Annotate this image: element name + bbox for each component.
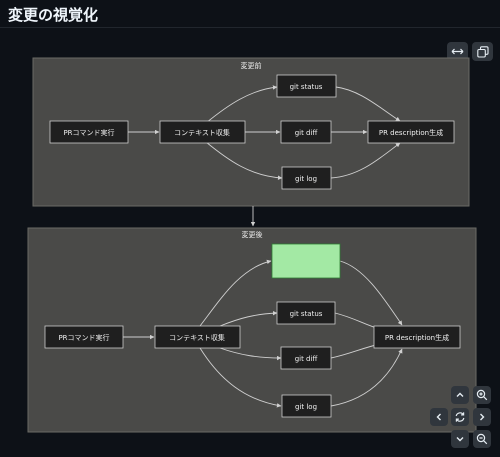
- copy-button[interactable]: [472, 42, 493, 61]
- node-label: PRコマンド実行: [58, 333, 109, 342]
- pan-right-button[interactable]: [473, 408, 491, 426]
- cluster-after-label: 変更後: [242, 230, 263, 239]
- node-label: PRコマンド実行: [63, 128, 114, 137]
- node-label: git diff: [295, 355, 318, 363]
- node-label: git log: [295, 403, 317, 411]
- node-before-git-diff[interactable]: git diff: [280, 120, 332, 144]
- zoom-out-button[interactable]: [473, 430, 491, 448]
- node-before-git-status[interactable]: git status: [276, 74, 337, 98]
- node-after-pr-description[interactable]: PR description生成: [373, 325, 461, 349]
- node-before-pr-command[interactable]: PRコマンド実行: [49, 120, 129, 144]
- node-after-git-diff[interactable]: git diff: [280, 346, 332, 370]
- node-after-new-highlighted[interactable]: [271, 243, 341, 279]
- arrows-left-right-icon: [451, 48, 464, 55]
- node-before-context[interactable]: コンテキスト収集: [159, 120, 246, 144]
- node-before-git-log[interactable]: git log: [281, 166, 332, 190]
- node-label: PR description生成: [385, 333, 449, 342]
- reset-view-button[interactable]: [451, 408, 469, 426]
- chevron-up-icon: [456, 392, 464, 397]
- zoom-out-icon: [476, 433, 488, 445]
- node-label: git log: [295, 175, 317, 183]
- node-label: コンテキスト収集: [169, 333, 225, 342]
- node-label: git diff: [295, 129, 318, 137]
- node-label: コンテキスト収集: [174, 128, 230, 137]
- cluster-before-label: 変更前: [241, 61, 262, 70]
- node-after-pr-command[interactable]: PRコマンド実行: [44, 325, 124, 349]
- title-divider: [0, 27, 500, 28]
- node-label: git status: [290, 83, 323, 91]
- pan-up-button[interactable]: [451, 386, 469, 404]
- fit-width-button[interactable]: [447, 42, 468, 61]
- zoom-in-button[interactable]: [473, 386, 491, 404]
- chevron-right-icon: [480, 413, 485, 421]
- node-after-context[interactable]: コンテキスト収集: [154, 325, 241, 349]
- pan-down-button[interactable]: [451, 430, 469, 448]
- chevron-left-icon: [436, 413, 441, 421]
- node-label: git status: [290, 310, 323, 318]
- page-title: 変更の視覚化: [8, 6, 99, 24]
- node-label: PR description生成: [379, 128, 443, 137]
- node-before-pr-description[interactable]: PR description生成: [367, 120, 455, 144]
- pan-left-button[interactable]: [430, 408, 448, 426]
- reset-icon: [455, 412, 465, 422]
- zoom-in-icon: [476, 389, 488, 401]
- node-after-git-log[interactable]: git log: [281, 394, 332, 418]
- chevron-down-icon: [456, 437, 464, 442]
- copy-icon: [476, 45, 489, 58]
- node-after-git-status[interactable]: git status: [276, 301, 336, 325]
